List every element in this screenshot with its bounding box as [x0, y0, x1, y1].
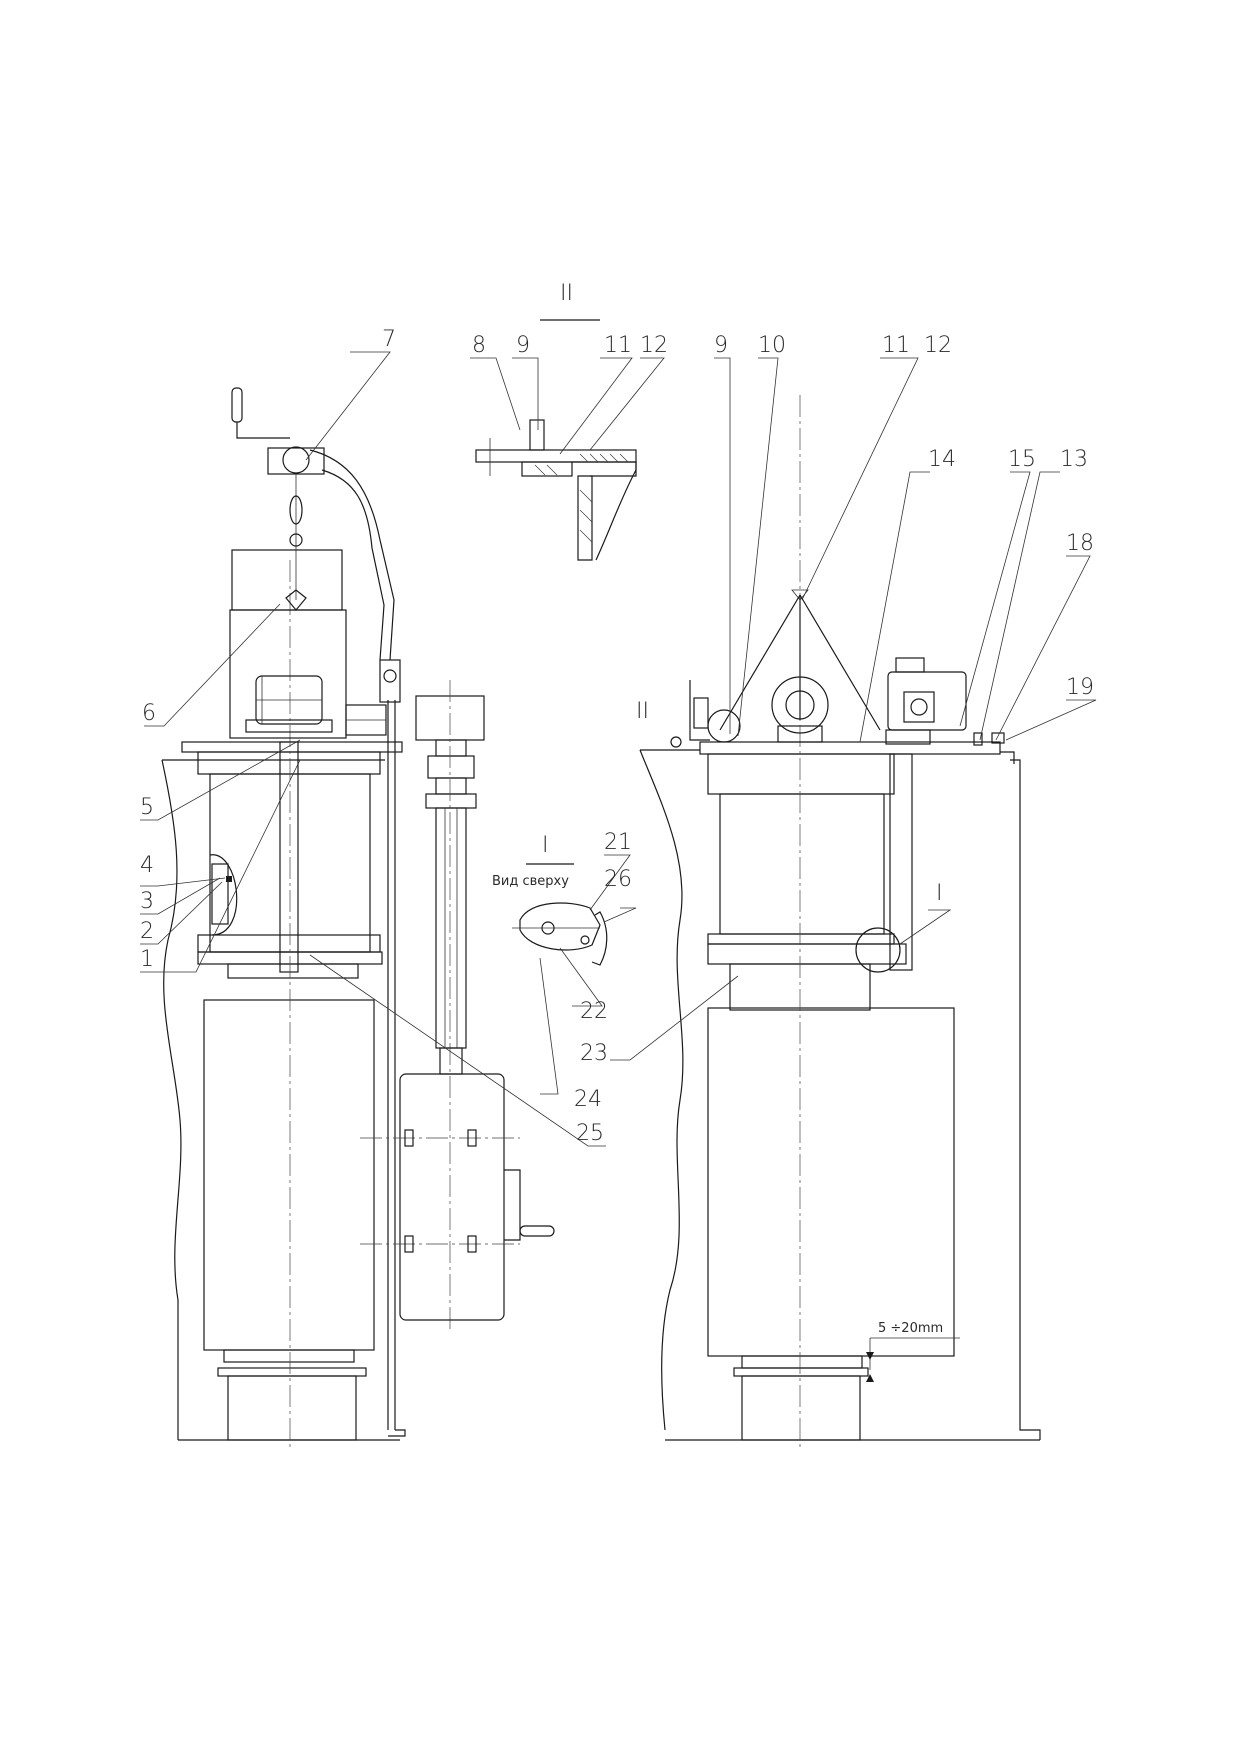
detail-I-clamp	[519, 902, 601, 951]
callout-15: 15	[1008, 447, 1036, 472]
callout-11: 11	[882, 333, 910, 358]
side-marker-I: I	[936, 881, 943, 906]
callout-19: 19	[1066, 675, 1094, 700]
callout-22: 22	[580, 999, 608, 1024]
callout-25: 25	[576, 1121, 604, 1146]
gear-column	[360, 680, 555, 1330]
side-marker-II: II	[636, 699, 649, 724]
callout-2: 2	[140, 919, 154, 944]
callout-8: 8	[472, 333, 486, 358]
detail-I-marker	[855, 927, 901, 973]
dimension-label: 5 ÷20mm	[878, 1321, 943, 1336]
right-drum	[719, 793, 885, 935]
right-main-body	[707, 1007, 955, 1357]
break-line-left	[161, 759, 182, 1440]
detail-I-subtitle: Вид сверху	[492, 874, 569, 889]
callout-24: 24	[574, 1087, 602, 1112]
right-winch	[771, 676, 829, 734]
crank-handle[interactable]	[231, 387, 243, 423]
callout-1: 1	[140, 947, 154, 972]
leader-lines	[140, 351, 1097, 1147]
callout-18: 18	[1066, 531, 1094, 556]
callout-5: 5	[140, 795, 154, 820]
central-shaft	[279, 741, 299, 973]
lead-screw	[435, 807, 467, 1049]
callout-10: 10	[758, 333, 786, 358]
callout-14: 14	[928, 447, 956, 472]
side-hatch	[209, 854, 238, 936]
callout-12: 12	[924, 333, 952, 358]
callout-13: 13	[1060, 447, 1088, 472]
callout-9: 9	[714, 333, 728, 358]
callout-21: 21	[604, 830, 632, 855]
callout-3: 3	[140, 889, 154, 914]
main-body	[203, 999, 375, 1351]
counterweight-box	[399, 1073, 505, 1321]
lifting-tripod	[719, 594, 881, 731]
detail-II	[475, 319, 637, 561]
labels: II I Вид сверху II I 1 2 3 4 5 6 7 8 9 1…	[140, 281, 1094, 1336]
right-top-plate	[699, 741, 1001, 755]
detail-I-title: I	[542, 833, 549, 858]
callout-11-detail: 11	[604, 333, 632, 358]
boom-arm	[309, 449, 395, 661]
callout-23: 23	[580, 1041, 608, 1066]
callout-6: 6	[142, 701, 156, 726]
top-cabinet	[231, 549, 343, 611]
lower-crank-handle[interactable]	[519, 1225, 555, 1237]
upper-mount-plate	[181, 741, 403, 753]
right-motor	[887, 671, 967, 731]
break-line-right	[639, 749, 684, 1431]
callout-12-detail: 12	[640, 333, 668, 358]
right-view	[639, 395, 1041, 1450]
callout-4: 4	[140, 853, 154, 878]
detail-I	[512, 863, 608, 966]
detail-II-title: II	[560, 281, 573, 306]
callout-9-detail: 9	[516, 333, 530, 358]
callout-7: 7	[382, 327, 396, 352]
callout-26: 26	[604, 867, 632, 892]
left-view	[161, 387, 406, 1450]
base-stand	[227, 1375, 357, 1441]
